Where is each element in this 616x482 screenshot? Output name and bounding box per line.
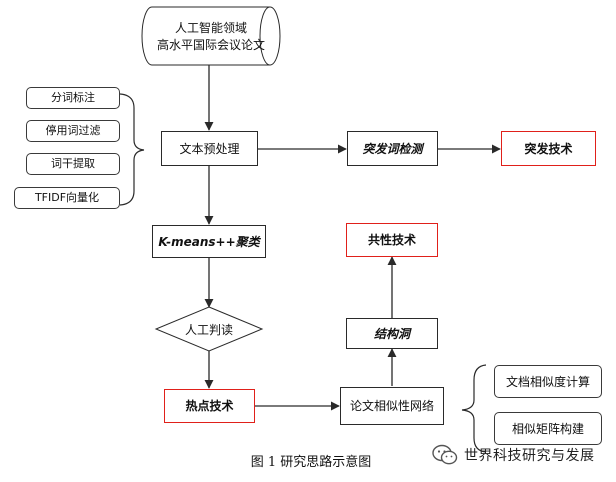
node-kmeans-clustering: K-means++聚类	[152, 225, 266, 258]
step-document-similarity: 文档相似度计算	[494, 365, 602, 398]
step-tfidf-vectorization: TFIDF向量化	[14, 187, 120, 209]
node-text-preprocess: 文本预处理	[161, 131, 258, 166]
step-stopword-filtering: 停用词过滤	[26, 120, 120, 142]
step-similarity-matrix: 相似矩阵构建	[494, 412, 602, 445]
source-document-store	[141, 6, 281, 66]
figure-caption: 图 1 研究思路示意图	[250, 454, 372, 470]
wechat-watermark: 世界科技研究与发展	[432, 442, 616, 468]
watermark-text: 世界科技研究与发展	[464, 448, 595, 464]
node-burst-word-detection: 突发词检测	[347, 131, 438, 166]
node-burst-technology: 突发技术	[501, 131, 596, 166]
step-stemming: 词干提取	[26, 153, 120, 175]
preprocess-brace	[119, 93, 145, 206]
node-paper-similarity-network: 论文相似性网络	[340, 387, 444, 425]
source-node-line2: 高水平国际会议论文	[156, 38, 265, 52]
source-node-line1: 人工智能领域	[174, 21, 247, 35]
network-brace	[461, 364, 487, 453]
node-structural-hole: 结构洞	[346, 318, 438, 349]
step-word-segmentation: 分词标注	[26, 87, 120, 109]
node-manual-interpretation: 人工判读	[184, 322, 233, 337]
wechat-icon	[432, 444, 458, 465]
node-common-technology: 共性技术	[346, 223, 438, 257]
source-node: 人工智能领域 高水平国际会议论文	[150, 14, 272, 60]
node-hot-technology: 热点技术	[164, 389, 255, 423]
decision-diamond	[154, 306, 264, 352]
